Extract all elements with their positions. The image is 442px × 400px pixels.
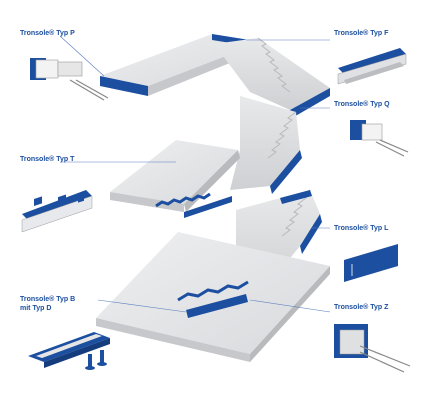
label-typ-b-line1: Tronsole® Typ B	[20, 296, 76, 303]
typ-f-product-icon	[337, 48, 407, 85]
typ-l-product-icon	[344, 244, 398, 282]
label-typ-z: Tronsole® Typ Z	[334, 304, 389, 311]
label-typ-t: Tronsole® Typ T	[20, 156, 75, 163]
typ-t-product-icon	[21, 190, 93, 233]
typ-p-product-icon	[30, 58, 109, 101]
leader-lines	[59, 35, 331, 313]
typ-b-product-icon	[28, 332, 110, 370]
label-typ-p: Tronsole® Typ P	[20, 30, 75, 37]
label-typ-f: Tronsole® Typ F	[334, 30, 389, 37]
middle-flight	[230, 96, 302, 194]
typ-z-product-icon	[334, 324, 411, 373]
upper-flight	[214, 37, 330, 118]
middle-landing	[110, 140, 240, 218]
label-typ-q: Tronsole® Typ Q	[334, 101, 390, 108]
typ-q-product-icon	[350, 120, 409, 157]
label-typ-b: Tronsole® Typ B mit Typ D	[20, 295, 75, 313]
bottom-slab	[96, 232, 330, 362]
label-typ-b-line2: mit Typ D	[20, 305, 52, 312]
label-typ-l: Tronsole® Typ L	[334, 225, 389, 232]
